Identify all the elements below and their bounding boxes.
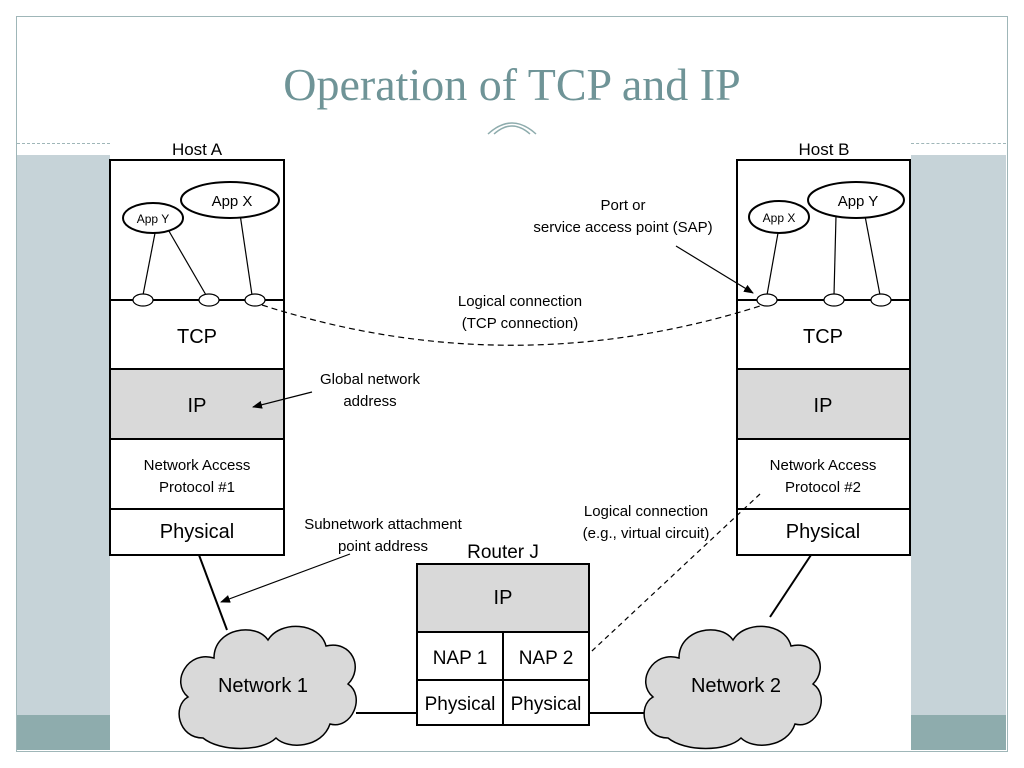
subnet-label-line1: Subnetwork attachment xyxy=(304,516,462,533)
host-b-port xyxy=(823,293,845,307)
host-a-app-y-bubble xyxy=(122,202,184,234)
host-b-physical-layer xyxy=(736,508,911,556)
tcp-logical-connection-line xyxy=(261,304,761,346)
host-a-tcp-layer xyxy=(109,299,285,370)
global-address-label-line2: address xyxy=(343,393,396,410)
subnet-arrow xyxy=(220,553,351,603)
right-side-band xyxy=(911,155,1006,715)
host-b-app-x-link xyxy=(766,232,779,296)
global-address-arrow xyxy=(252,391,313,409)
host-b: Host B TCP IP Network Access Protocol #2… xyxy=(736,140,911,556)
port-arrow xyxy=(675,245,754,294)
host-a-port xyxy=(132,293,154,307)
router-physical1-label: Physical xyxy=(425,694,496,715)
host-a-physical-layer xyxy=(109,508,285,556)
host-a-label: Host A xyxy=(172,140,223,159)
left-footer-band xyxy=(17,715,110,750)
router-ip-label: IP xyxy=(494,587,513,609)
host-b-ip-label: IP xyxy=(814,395,833,417)
subnet-label-line2: point address xyxy=(338,538,428,555)
host-a: Host A TCP IP Network Access Protocol #1… xyxy=(109,140,285,556)
router-ip-layer xyxy=(416,563,590,633)
port-label-line1: Port or xyxy=(600,197,645,214)
host-b-label: Host B xyxy=(798,140,849,159)
router-j: Router J IP NAP 1 NAP 2 Physical Physica… xyxy=(416,542,590,726)
router-nap2-box xyxy=(502,631,590,681)
host-b-port xyxy=(870,293,892,307)
host-b-nap-label-line2: Protocol #2 xyxy=(785,479,861,496)
right-footer-band xyxy=(911,715,1006,750)
router-physical2-box xyxy=(502,679,590,726)
logical-tcp-label-line2: (TCP connection) xyxy=(462,315,578,332)
host-a-physical-label: Physical xyxy=(160,521,234,543)
global-address-label-line1: Global network xyxy=(320,371,421,388)
host-b-nap-layer xyxy=(736,438,911,510)
host-b-app-y-link-1 xyxy=(833,215,837,296)
virtual-circuit-line xyxy=(577,493,761,665)
title-ornament xyxy=(487,122,537,135)
host-a-nap-layer xyxy=(109,438,285,510)
host-b-tcp-label: TCP xyxy=(803,326,843,348)
host-a-ip-layer xyxy=(109,368,285,440)
host-a-nap-label-line1: Network Access xyxy=(144,457,251,474)
host-b-app-y-bubble xyxy=(807,181,905,219)
host-b-physical-label: Physical xyxy=(786,521,860,543)
title-rule-left xyxy=(17,143,110,144)
host-a-port xyxy=(198,293,220,307)
slide-title: Operation of TCP and IP xyxy=(283,59,741,110)
network-2-cloud: Network 2 xyxy=(643,625,822,750)
router-physical1-box xyxy=(416,679,504,726)
host-a-port xyxy=(244,293,266,307)
title-rule-right xyxy=(911,143,1006,144)
left-side-band xyxy=(17,155,110,715)
host-b-app-x-label: App X xyxy=(763,211,796,225)
host-b-network-link xyxy=(769,554,812,618)
host-b-app-y-link-2 xyxy=(864,215,881,296)
port-label-line2: service access point (SAP) xyxy=(533,219,712,236)
router-label: Router J xyxy=(467,542,539,563)
host-a-tcp-label: TCP xyxy=(177,326,217,348)
host-a-app-y-link-2 xyxy=(165,225,207,296)
logical-vc-label-line2: (e.g., virtual circuit) xyxy=(583,525,710,542)
logical-vc-label-line1: Logical connection xyxy=(584,503,708,520)
host-a-ip-label: IP xyxy=(188,395,207,417)
router-physical2-label: Physical xyxy=(511,694,582,715)
host-b-app-y-label: App Y xyxy=(838,193,879,210)
host-a-network-link xyxy=(198,554,228,631)
host-a-app-x-label: App X xyxy=(212,193,253,210)
host-a-nap-label-line2: Protocol #1 xyxy=(159,479,235,496)
host-a-app-y-link-1 xyxy=(142,227,157,296)
network-2-label: Network 2 xyxy=(691,675,781,697)
host-b-app-x-bubble xyxy=(748,200,810,234)
host-b-port xyxy=(756,293,778,307)
network-1-cloud: Network 1 xyxy=(178,625,357,750)
host-a-app-x-link xyxy=(239,213,253,296)
host-b-nap-label-line1: Network Access xyxy=(770,457,877,474)
logical-tcp-label-line1: Logical connection xyxy=(458,293,582,310)
router-nap2-label: NAP 2 xyxy=(519,648,574,669)
host-b-ip-layer xyxy=(736,368,911,440)
host-a-app-x-bubble xyxy=(180,181,280,219)
network-1-label: Network 1 xyxy=(218,675,308,697)
host-a-app-y-label: App Y xyxy=(137,212,169,226)
router-nap1-label: NAP 1 xyxy=(433,648,488,669)
